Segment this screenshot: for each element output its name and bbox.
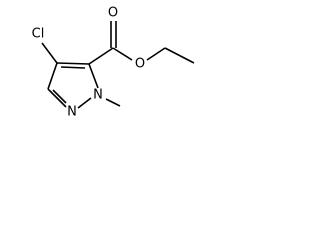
nitrogen-ring-label: N (67, 105, 77, 120)
carbonyl-oxygen-label: O (108, 6, 118, 21)
bond-c5-c4 (56, 62, 90, 65)
bond-c3-n2-double (52, 89, 67, 104)
nitrogen-methylated-label: N (93, 88, 103, 103)
bond-carbonyl-ester-o (112, 47, 133, 61)
molecule-structure: Cl N N O O (32, 6, 195, 120)
chlorine-label: Cl (32, 27, 45, 42)
bond-c5-carbonyl (88, 47, 114, 65)
bond-n1-methyl (105, 98, 121, 107)
bond-ester-o-ch2 (146, 47, 166, 61)
bond-ch2-ch3 (164, 47, 195, 64)
bond-c4-c3 (47, 62, 58, 90)
bond-c4-cl (41, 42, 58, 64)
bond-c3-n2 (47, 88, 67, 108)
bond-n1-c5 (88, 63, 99, 89)
bond-c5-c4-double (60, 66, 86, 69)
ester-oxygen-label: O (135, 57, 145, 72)
bond-n2-n1 (77, 97, 92, 109)
